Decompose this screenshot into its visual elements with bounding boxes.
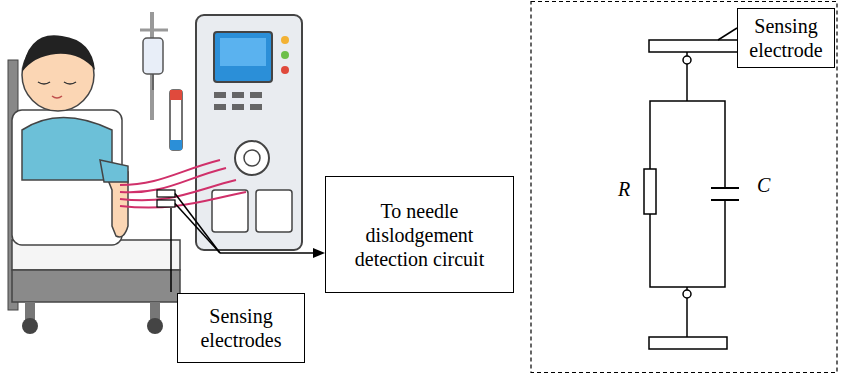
capacitor-symbol	[711, 187, 739, 189]
dialysis-machine	[170, 15, 302, 250]
patient	[12, 35, 128, 245]
electrode	[157, 200, 175, 207]
electrode	[157, 190, 175, 197]
callout-box: Sensing electrode	[737, 8, 835, 68]
node-text: Sensing electrodes	[184, 304, 298, 352]
blood-tubes	[120, 160, 246, 208]
callout-box: Sensing electrodes	[177, 293, 305, 363]
arrowhead	[313, 248, 325, 258]
node-text: To needle dislodgement detection circuit	[332, 199, 507, 271]
component-label: C	[757, 174, 770, 197]
node-text: Sensing electrode	[744, 14, 828, 62]
dashed-frame	[531, 2, 837, 373]
circuit-box: To needle dislodgement detection circuit	[325, 176, 514, 293]
rc-circuit	[644, 28, 769, 349]
resistor-symbol	[644, 169, 656, 214]
iv-stand	[140, 12, 168, 120]
electrode-wires	[171, 194, 316, 293]
component-label: R	[618, 178, 630, 201]
